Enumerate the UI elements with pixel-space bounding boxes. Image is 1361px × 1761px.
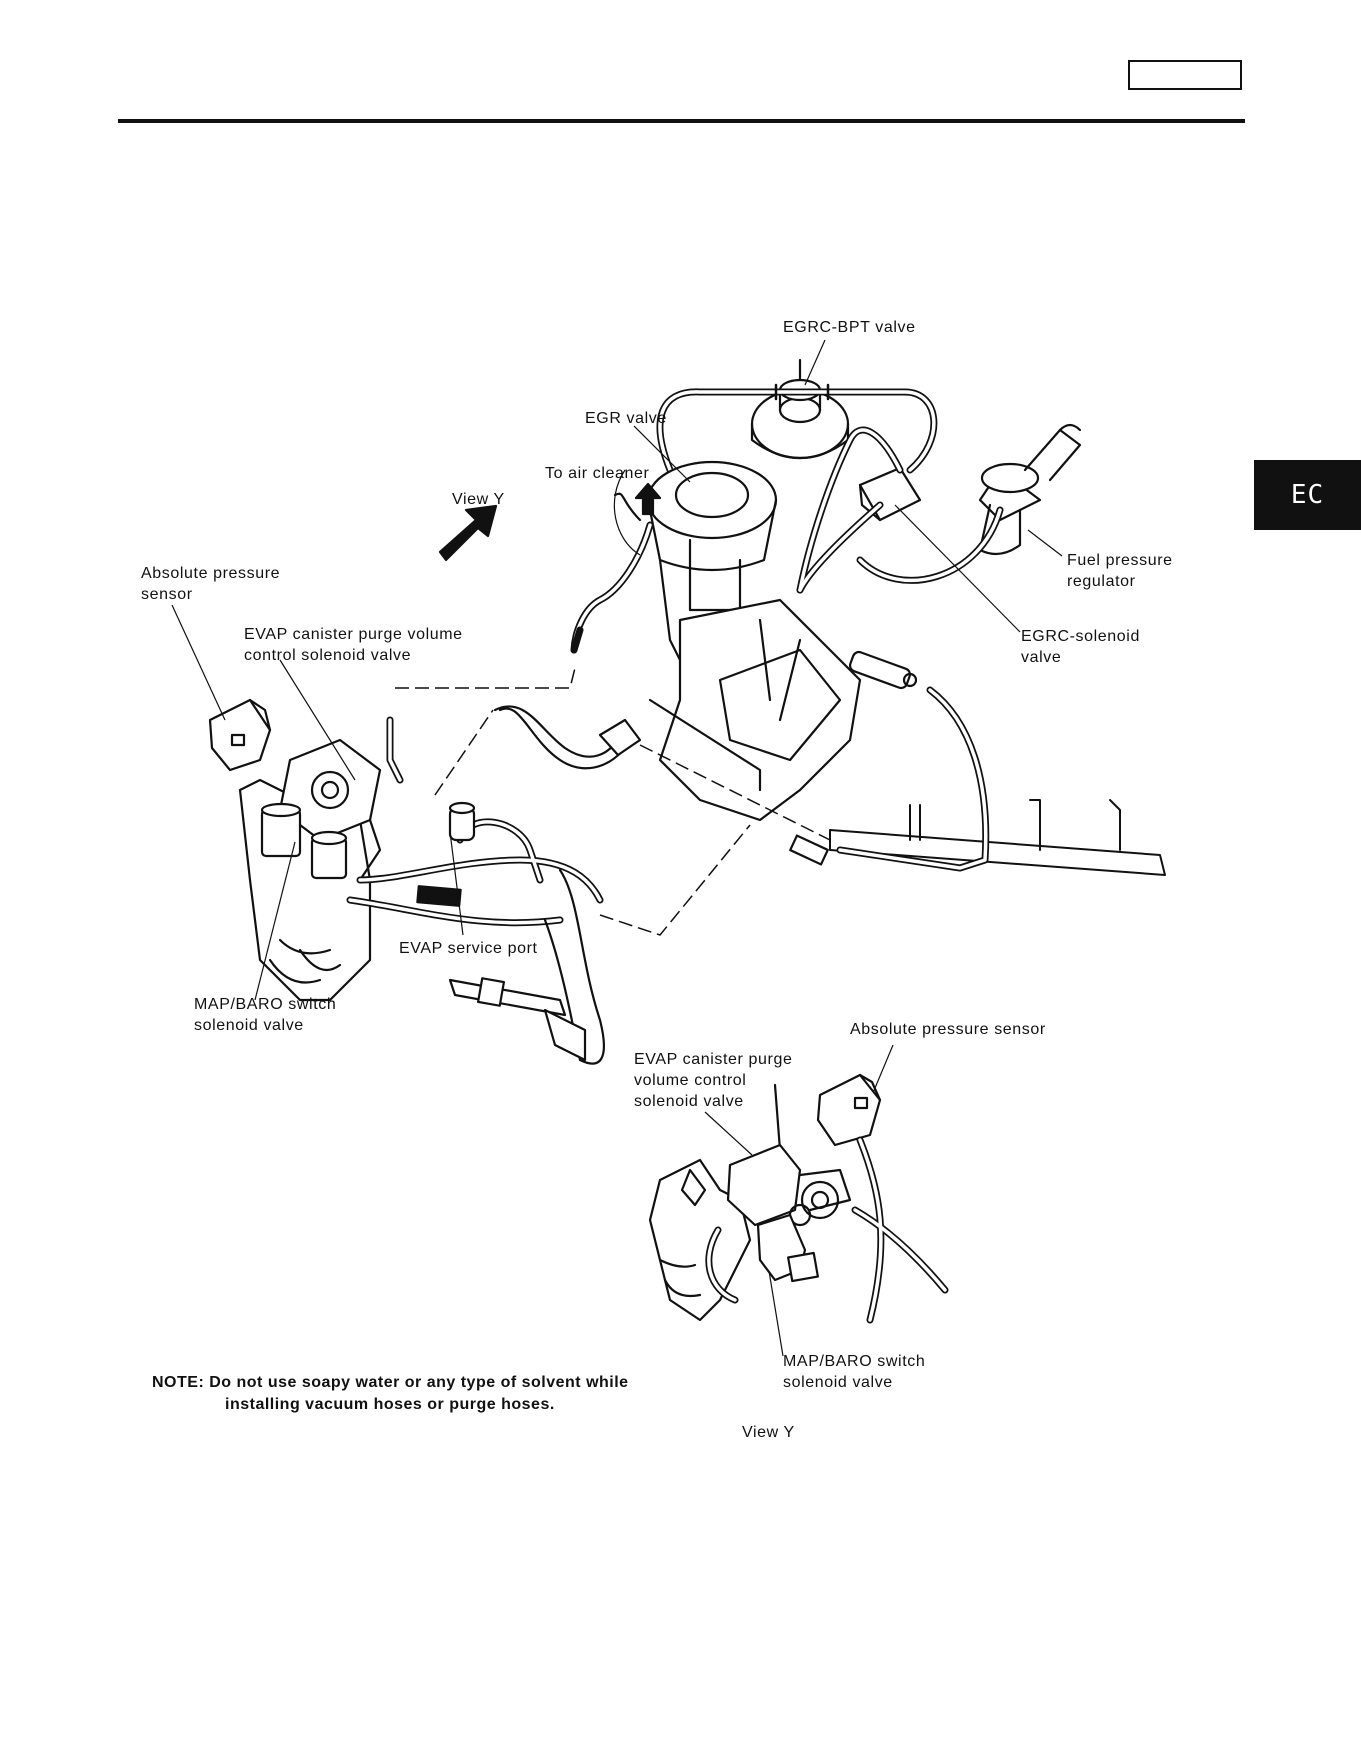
installation-note-line2: installing vacuum hoses or purge hoses. xyxy=(225,1396,555,1413)
fuel-line-right xyxy=(829,799,1166,876)
label-evap-service-port: EVAP service port xyxy=(399,940,538,957)
label-fuel-pressure-regulator: Fuel pressure regulator xyxy=(1067,552,1173,590)
header-rule xyxy=(118,119,1245,123)
label-to-air-cleaner: To air cleaner xyxy=(545,465,650,482)
label-absolute-pressure-sensor-view: Absolute pressure sensor xyxy=(850,1021,1046,1038)
label-map-baro-main: MAP/BARO switch solenoid valve xyxy=(194,996,337,1034)
installation-note: NOTE: Do not use soapy water or any type… xyxy=(152,1372,629,1416)
label-egr-valve: EGR valve xyxy=(585,410,667,427)
label-absolute-pressure-sensor-main: Absolute pressure sensor xyxy=(141,565,281,603)
egr-valve-drawing xyxy=(646,460,778,662)
intake-manifold-drawing xyxy=(648,598,918,822)
page-code-box xyxy=(1128,60,1242,90)
hose-clamp xyxy=(416,885,462,907)
label-evap-purge-main: EVAP canister purge volume control solen… xyxy=(244,626,463,664)
view-y-arrow xyxy=(438,504,498,562)
label-egrc-solenoid-valve: EGRC-solenoid valve xyxy=(1021,628,1140,666)
label-evap-purge-view: EVAP canister purge volume control solen… xyxy=(634,1051,793,1110)
lower-pipe-drawing xyxy=(448,868,605,1065)
solenoid-bracket-assembly xyxy=(208,698,382,1002)
hose-to-air-cleaner xyxy=(570,521,654,654)
egrc-bpt-valve-drawing xyxy=(750,358,850,460)
label-map-baro-view: MAP/BARO switch solenoid valve xyxy=(783,1353,926,1391)
section-tab-ec: EC xyxy=(1254,460,1361,530)
installation-note-line1: NOTE: Do not use soapy water or any type… xyxy=(152,1374,629,1391)
label-egrc-bpt-valve: EGRC-BPT valve xyxy=(783,319,916,336)
fuel-pressure-regulator-drawing xyxy=(978,423,1082,556)
label-view-y-arrow: View Y xyxy=(452,491,505,508)
figure-caption-view-y: View Y xyxy=(742,1424,795,1441)
view-y-inset-assembly xyxy=(648,1073,882,1322)
air-cleaner-arrow xyxy=(634,482,662,516)
